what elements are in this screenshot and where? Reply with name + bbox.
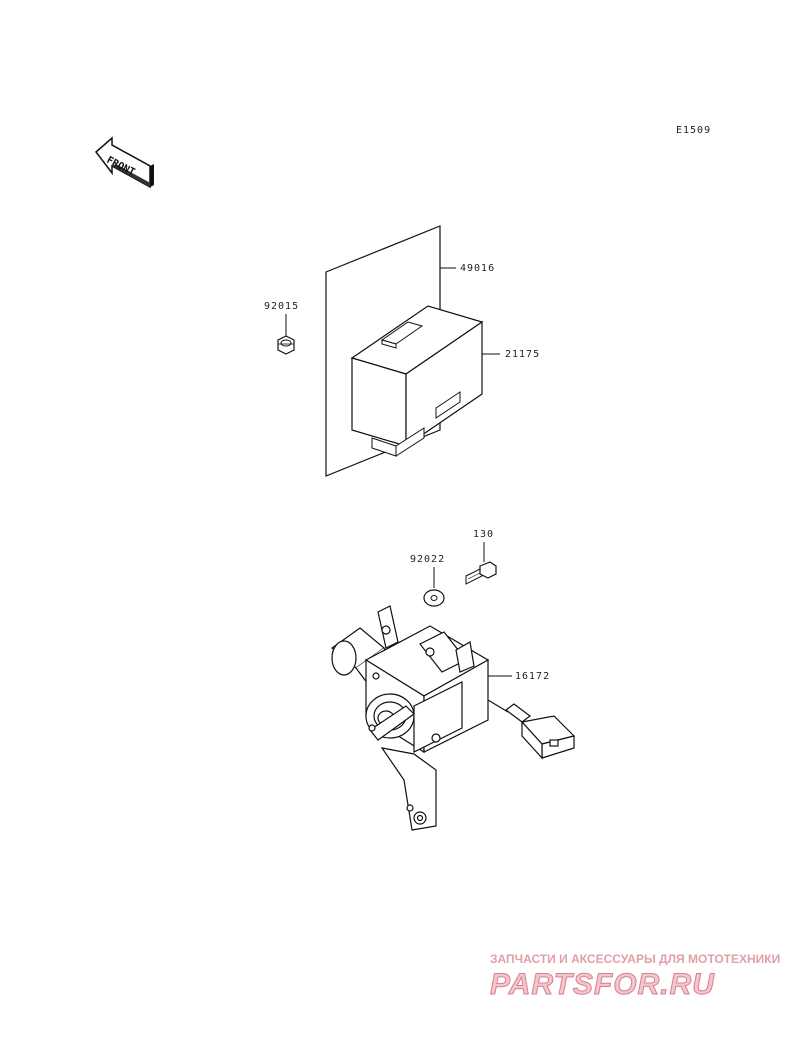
part-label-actuator: 16172 <box>515 671 550 682</box>
control-module-part <box>350 305 484 457</box>
part-label-sheet: 49016 <box>460 263 495 274</box>
diagram-code: E1509 <box>676 125 711 136</box>
part-label-nut: 92015 <box>264 301 299 312</box>
part-label-bolt: 130 <box>473 529 494 540</box>
front-arrow-icon: FRONT <box>94 136 154 189</box>
servo-actuator-part <box>331 605 576 831</box>
nut-part <box>277 335 295 355</box>
watermark-logo: ЗАПЧАСТИ И АКСЕССУАРЫ ДЛЯ МОТОТЕХНИКИ PA… <box>490 952 781 1002</box>
watermark-tagline: ЗАПЧАСТИ И АКСЕССУАРЫ ДЛЯ МОТОТЕХНИКИ <box>490 952 780 966</box>
bolt-part <box>465 561 497 585</box>
watermark-brand: PARTSFOR.RU <box>490 968 715 1001</box>
part-label-module: 21175 <box>505 349 540 360</box>
washer-part <box>423 589 445 607</box>
part-label-washer: 92022 <box>410 554 445 565</box>
